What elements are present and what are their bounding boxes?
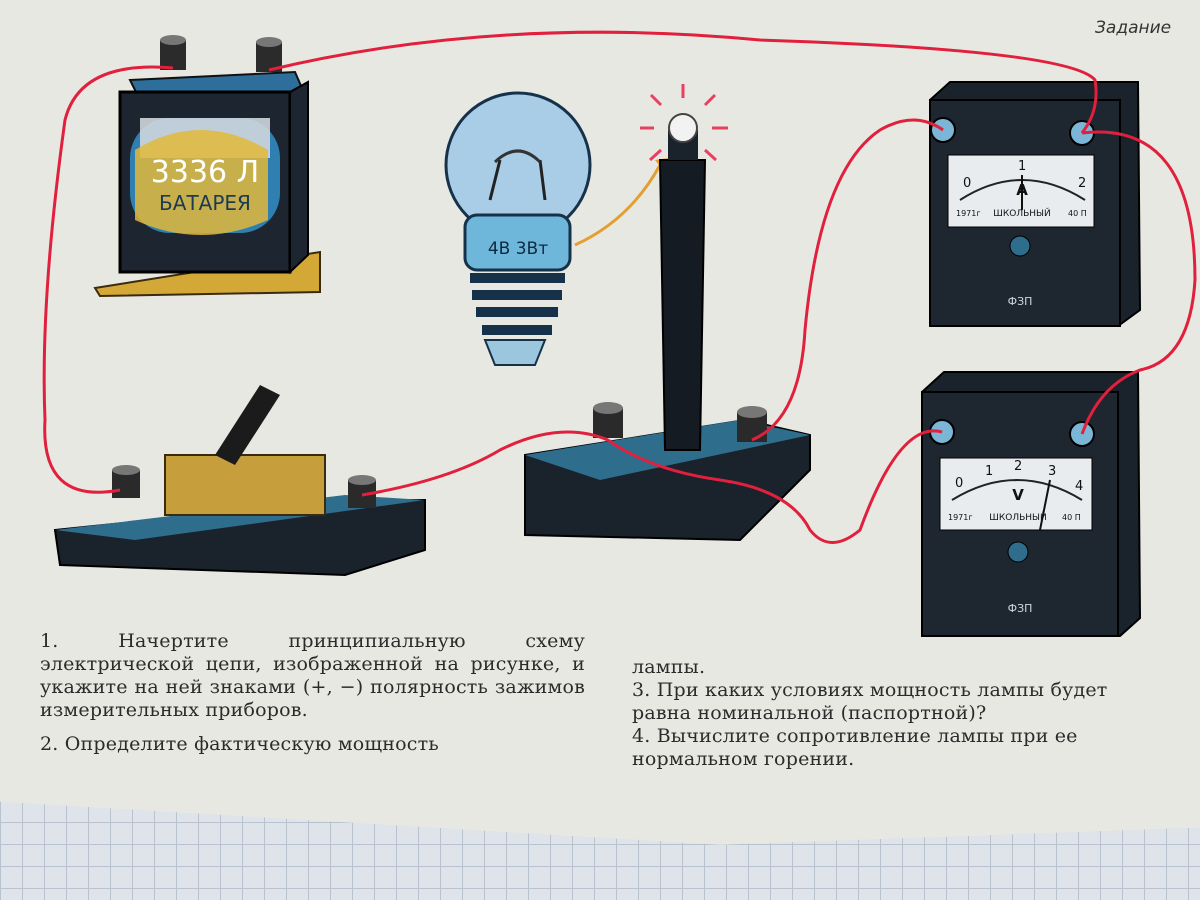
question-2: 2. Определите фактическую мощность [40,733,439,755]
ammeter-scale-2: 2 [1078,176,1086,191]
switch-terminal-right [348,475,376,508]
light-bulb: 4В 3Вт [444,91,592,366]
pointer-arrow [574,164,662,247]
ammeter: 0 1 2 A ШКОЛЬНЫЙ 1971г 40 П ФЗП [929,81,1142,327]
task-label: Задание [1095,18,1172,38]
voltmeter-logo: ФЗП [1008,602,1033,615]
stand-terminal-left [593,402,623,438]
voltmeter-maker: ШКОЛЬНЫЙ [989,511,1046,523]
wires [42,30,1197,544]
ammeter-year: 1971г [956,209,981,218]
lamp-glow-rays [640,84,728,162]
battery: 3336 Л БАТАРЕЯ [93,35,321,298]
voltmeter-mark: 40 П [1062,513,1081,522]
wire-stand-voltmeter [607,429,943,544]
battery-terminal-left [160,35,186,70]
voltmeter-needle [1039,479,1051,531]
voltmeter-scale-4: 4 [1075,479,1083,494]
battery-terminal-right [256,37,282,72]
wire-battery-ammeter [268,30,1098,134]
bulb-rating: 4В 3Вт [488,239,548,259]
questions-right-column: лампы. 3. При каких условиях мощность ла… [632,656,1172,771]
ammeter-scale-1: 1 [1018,159,1026,174]
ammeter-logo: ФЗП [1008,295,1033,308]
switch-terminal-left [112,465,140,498]
voltmeter-letter: V [1012,486,1024,504]
voltmeter-scale-1: 1 [985,464,993,479]
lamp-stand [524,84,811,542]
voltmeter-scale-0: 0 [955,476,963,491]
battery-label: 3336 Л [151,155,259,190]
wire-switch-stand [361,430,609,497]
ammeter-zero-screw [1009,235,1031,257]
wire-battery-switch [42,65,174,494]
stand-terminal-right [737,406,767,442]
wire-stand-ammeter [751,118,944,442]
knife-switch [53,385,426,577]
question-3: 3. При каких условиях мощность лампы буд… [632,679,1108,724]
ammeter-scale-0: 0 [963,176,971,191]
ammeter-mark: 40 П [1068,209,1087,218]
voltmeter-scale-3: 3 [1048,464,1056,479]
voltmeter: 0 1 2 3 4 V ШКОЛЬНЫЙ 1971г 40 П ФЗП [921,371,1142,637]
ammeter-maker: ШКОЛЬНЫЙ [993,207,1050,219]
voltmeter-year: 1971г [948,513,973,522]
wire-ammeter-voltmeter [1080,130,1197,435]
question-4: 4. Вычислите сопротивление лампы при ее … [632,725,1078,770]
voltmeter-scale-2: 2 [1014,459,1022,474]
battery-brand: БАТАРЕЯ [159,191,251,215]
question-1: 1. Начертите принципиальную схему электр… [40,630,585,721]
question-2-continuation: лампы. [632,656,706,678]
voltmeter-zero-screw [1007,541,1029,563]
